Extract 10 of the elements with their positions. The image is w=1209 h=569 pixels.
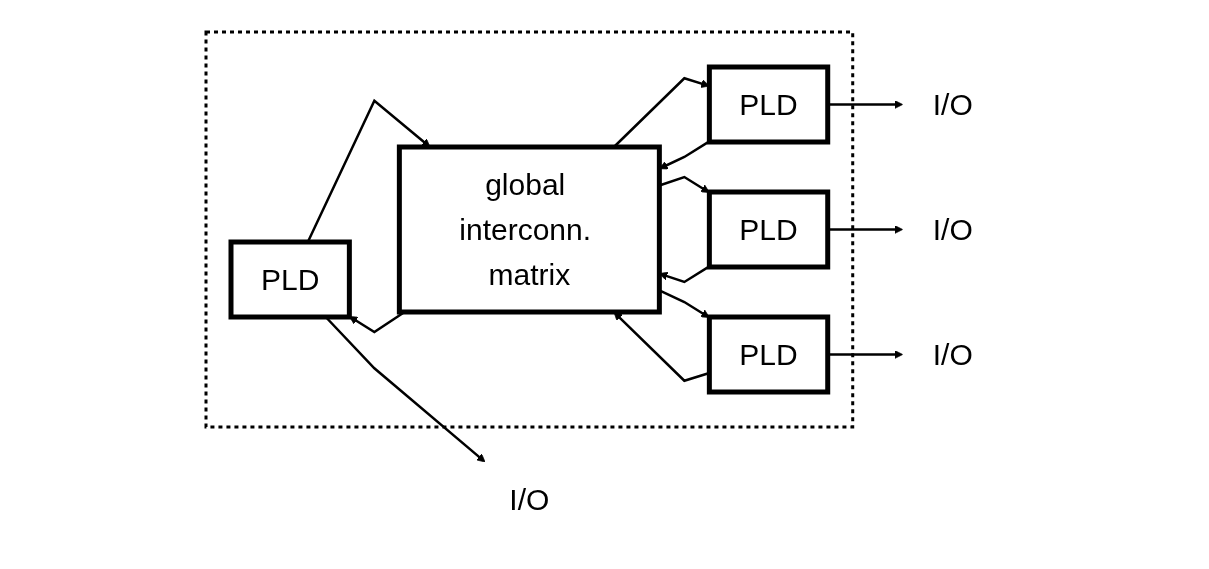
node-text: I/O <box>932 338 973 371</box>
node-box: global interconn. matrix <box>397 144 662 315</box>
node-box: PLD <box>228 239 352 320</box>
node-text: I/O <box>932 88 973 121</box>
node-box: PLD <box>707 64 831 145</box>
node-box: PLD <box>707 189 831 270</box>
node-text: I/O <box>932 213 973 246</box>
node-text: I/O <box>509 483 550 516</box>
node-box: PLD <box>707 314 831 395</box>
cluster <box>204 30 855 429</box>
